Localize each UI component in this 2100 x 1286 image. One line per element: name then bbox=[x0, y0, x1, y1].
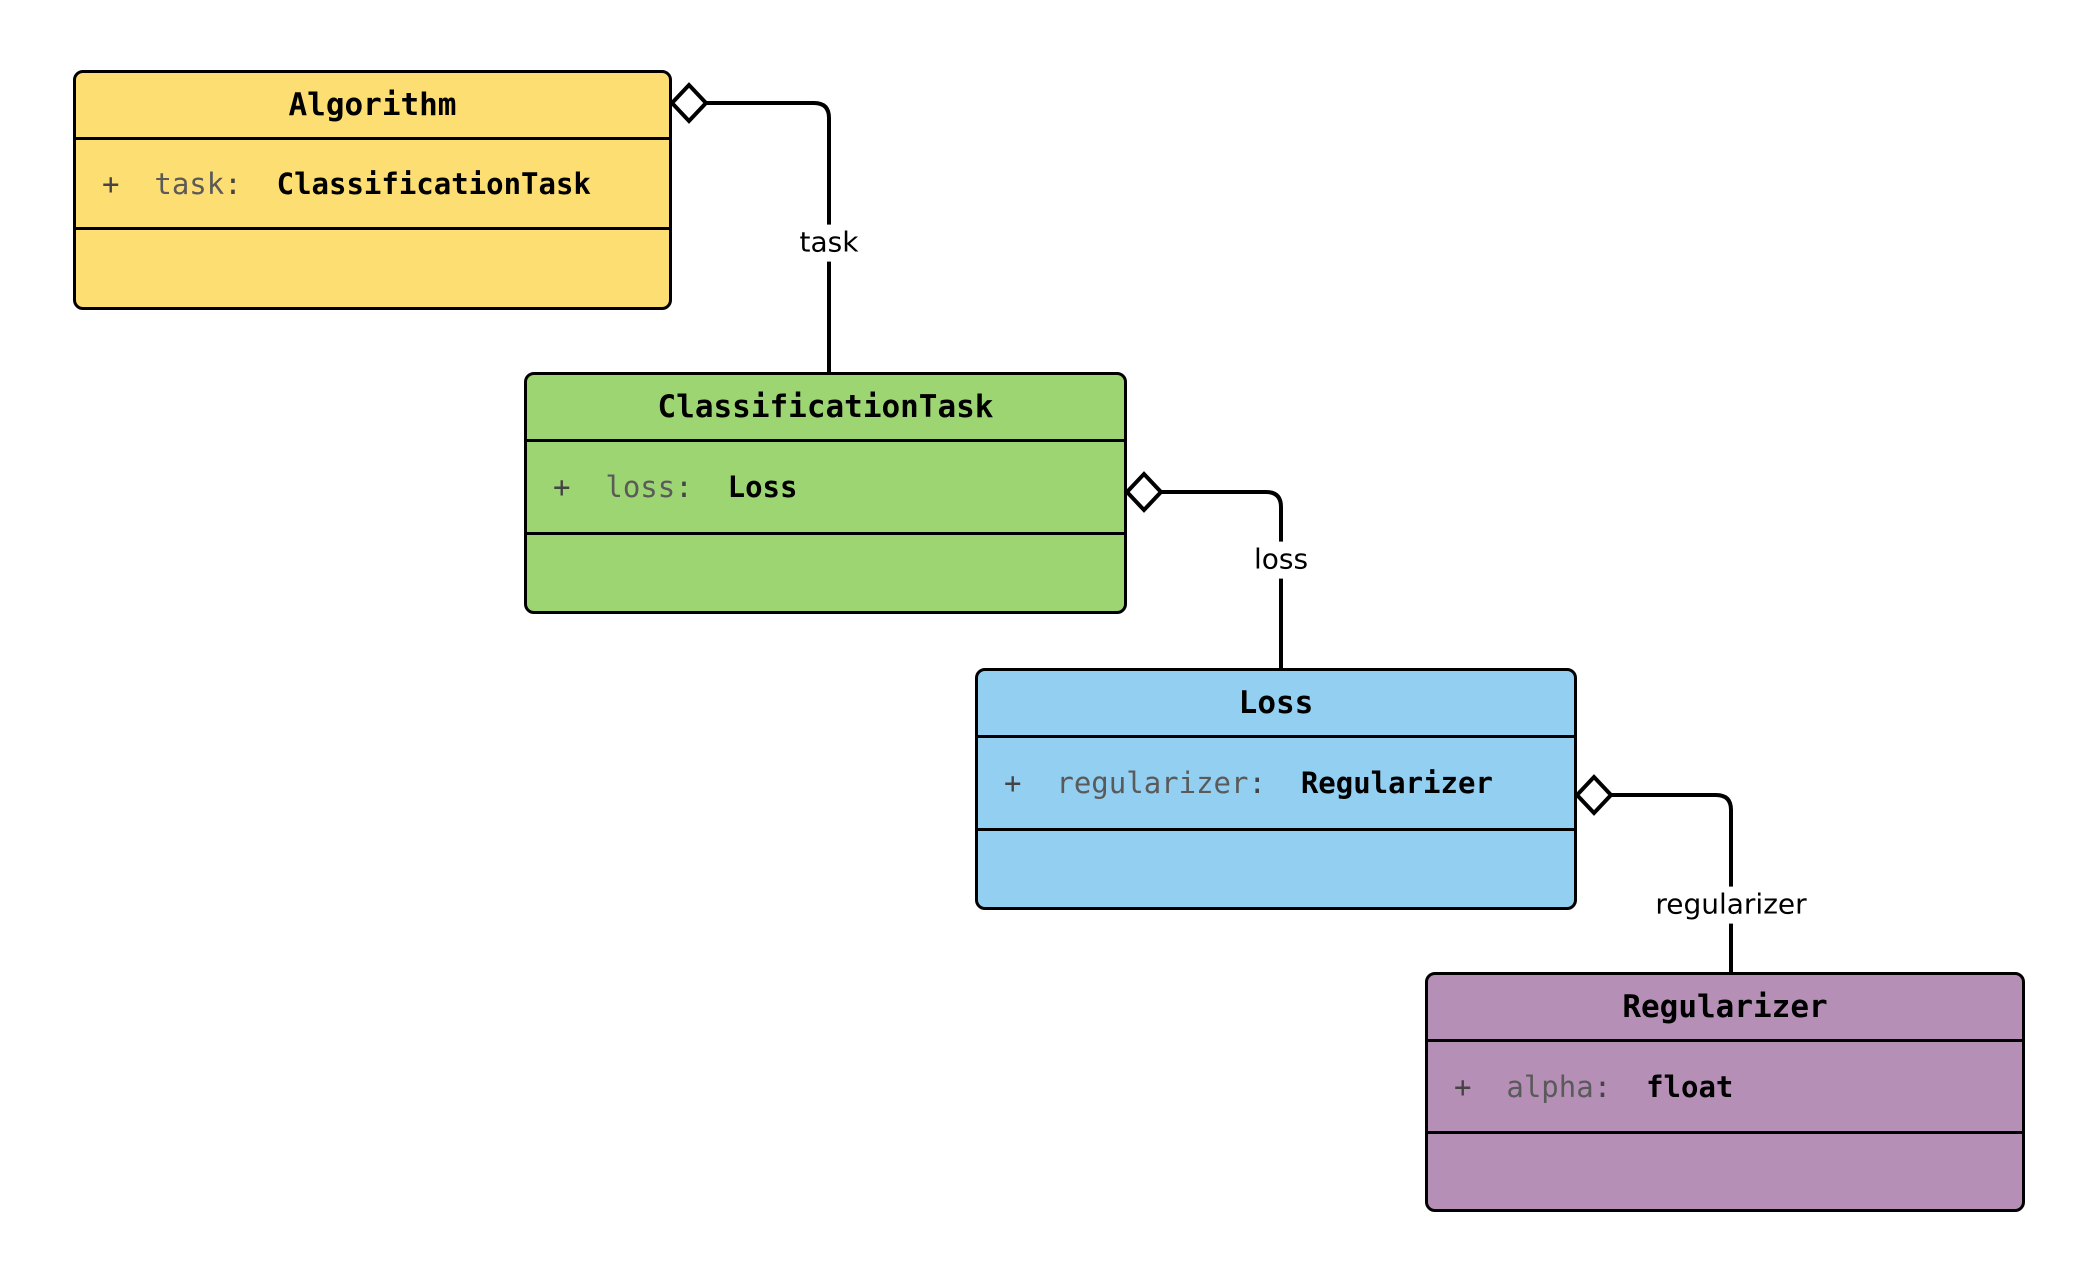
attributes-compartment-regularizer: + alpha: float bbox=[1428, 1039, 2022, 1131]
open-diamond-icon bbox=[669, 82, 709, 124]
attribute-separator: : bbox=[224, 166, 260, 201]
uml-class-algorithm[interactable]: Algorithm + task: ClassificationTask bbox=[73, 70, 672, 310]
uml-class-regularizer[interactable]: Regularizer + alpha: float bbox=[1425, 972, 2025, 1212]
class-name-loss: Loss bbox=[1238, 685, 1314, 721]
attribute-name: regularizer bbox=[1056, 766, 1249, 800]
edge-label-loss: loss bbox=[1247, 541, 1315, 579]
attribute-separator: : bbox=[1593, 1069, 1629, 1104]
attribute-visibility: + bbox=[553, 470, 588, 504]
attribute-name: loss bbox=[605, 470, 676, 504]
attribute-visibility: + bbox=[102, 166, 137, 201]
attribute-visibility: + bbox=[1004, 766, 1039, 800]
methods-compartment-regularizer bbox=[1428, 1131, 2022, 1209]
methods-compartment-classificationtask bbox=[527, 532, 1124, 611]
attribute-row: + task: ClassificationTask bbox=[102, 167, 669, 201]
open-diamond-icon bbox=[1574, 774, 1614, 816]
attributes-compartment-algorithm: + task: ClassificationTask bbox=[76, 137, 669, 227]
attribute-separator: : bbox=[675, 470, 711, 504]
edge-label-regularizer: regularizer bbox=[1649, 886, 1813, 924]
class-name-algorithm: Algorithm bbox=[288, 87, 457, 123]
attributes-compartment-classificationtask: + loss: Loss bbox=[527, 439, 1124, 532]
edge-loss-to-regularizer bbox=[1574, 774, 1733, 972]
edge-label-task: task bbox=[793, 224, 865, 262]
attribute-row: + regularizer: Regularizer bbox=[1004, 766, 1574, 800]
attribute-separator: : bbox=[1248, 766, 1284, 800]
class-name-regularizer: Regularizer bbox=[1622, 989, 1828, 1025]
methods-compartment-loss bbox=[978, 828, 1574, 907]
open-diamond-icon bbox=[1124, 471, 1164, 513]
attribute-row: + alpha: float bbox=[1454, 1070, 2022, 1104]
attributes-compartment-loss: + regularizer: Regularizer bbox=[978, 735, 1574, 828]
attribute-type: Regularizer bbox=[1300, 766, 1493, 800]
attribute-type: float bbox=[1646, 1069, 1734, 1104]
attribute-row: + loss: Loss bbox=[553, 470, 1124, 504]
attribute-name: alpha bbox=[1506, 1069, 1594, 1104]
class-name-classificationtask: ClassificationTask bbox=[657, 389, 994, 425]
methods-compartment-algorithm bbox=[76, 227, 669, 307]
attribute-type: Loss bbox=[727, 470, 798, 504]
uml-class-loss[interactable]: Loss + regularizer: Regularizer bbox=[975, 668, 1577, 910]
uml-class-classificationtask[interactable]: ClassificationTask + loss: Loss bbox=[524, 372, 1127, 614]
attribute-type: ClassificationTask bbox=[276, 166, 591, 201]
attribute-name: task bbox=[154, 166, 225, 201]
attribute-visibility: + bbox=[1454, 1069, 1489, 1104]
